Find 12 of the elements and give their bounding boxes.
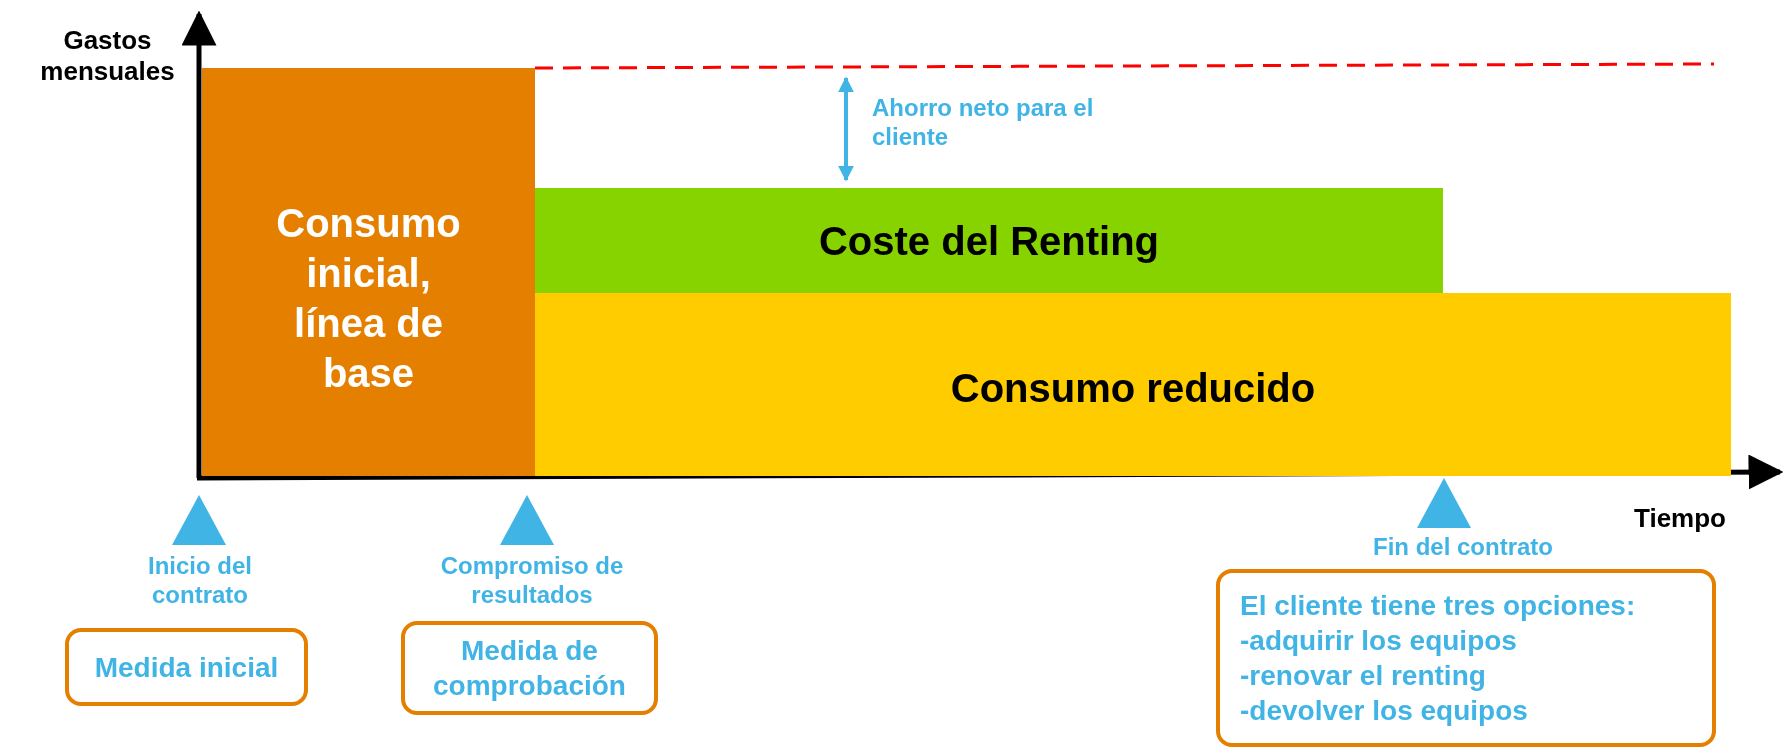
reduced-consumption-bar: Consumo reducido bbox=[535, 293, 1731, 476]
milestone-label: Fin del contrato bbox=[1372, 533, 1554, 562]
baseline-consumption-bar: Consumo inicial, línea de base bbox=[202, 68, 535, 476]
options-box: El cliente tiene tres opciones: -adquirir los equipos -renovar el renting -devolver los equipos bbox=[1216, 569, 1716, 747]
milestone-label: Inicio del contrato bbox=[147, 552, 253, 610]
axis-title: Tiempo bbox=[1633, 503, 1727, 535]
measurement-box: Medida inicial bbox=[65, 628, 308, 706]
axis-title: Gastos mensuales bbox=[39, 25, 176, 88]
renting-cost-bar: Coste del Renting bbox=[535, 188, 1443, 293]
annotation-text: Ahorro neto para el cliente bbox=[872, 94, 1095, 152]
milestone-label: Compromiso de resultados bbox=[439, 552, 625, 610]
measurement-box: Medida de comprobación bbox=[401, 621, 658, 715]
